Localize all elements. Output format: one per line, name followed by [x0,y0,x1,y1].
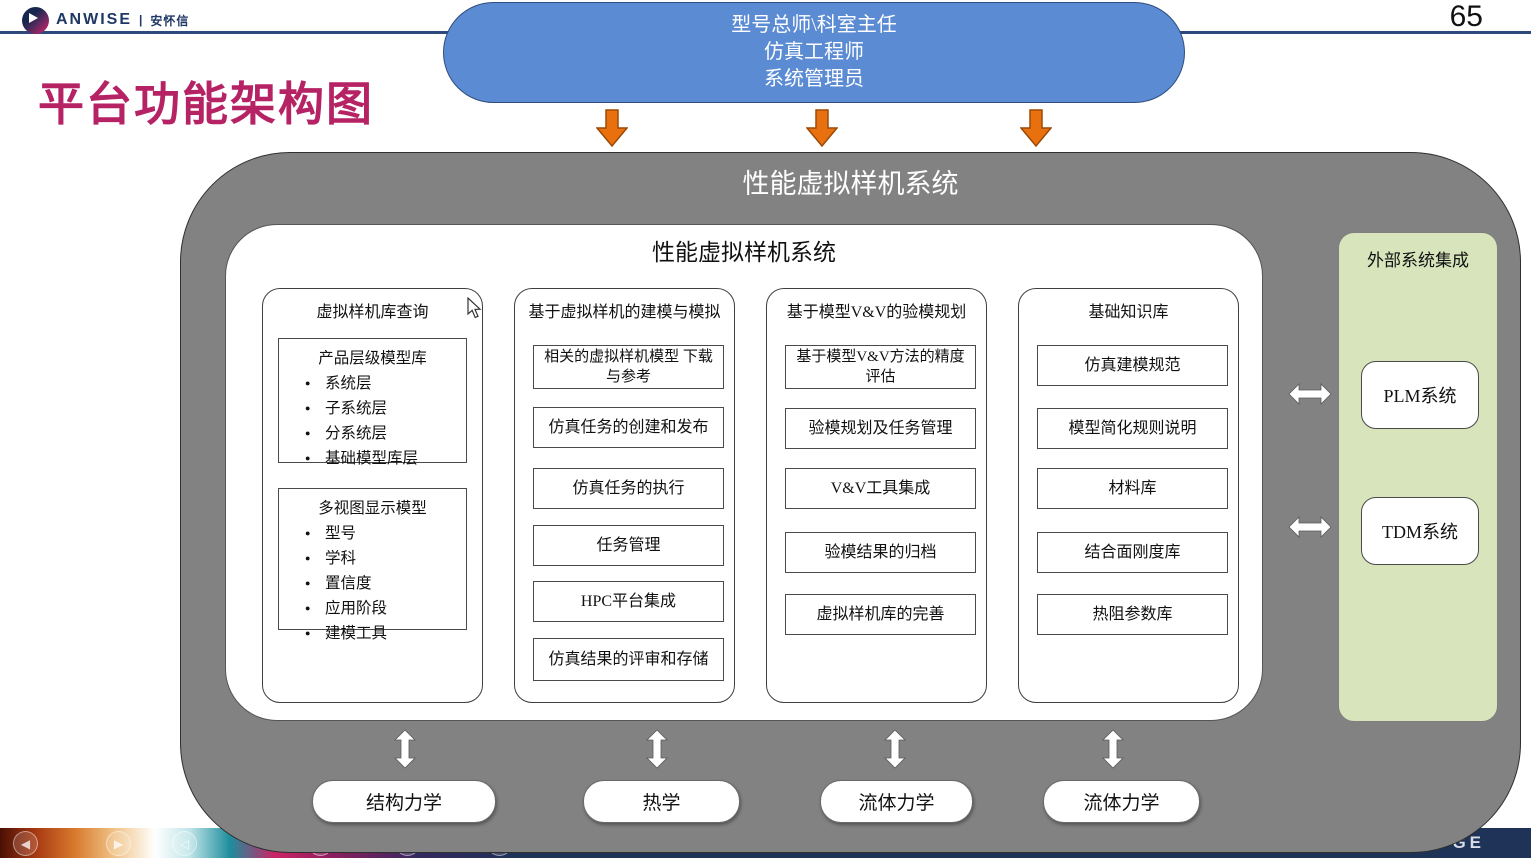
brand-name: ANWISE [56,11,132,28]
column-header: 基础知识库 [1088,304,1169,321]
external-panel-title: 外部系统集成 [1367,251,1469,270]
function-box: 虚拟样机库的完善 [785,594,976,635]
function-box: 模型简化规则说明 [1037,408,1228,449]
double-arrow-vertical-icon [394,729,416,769]
bullet-item: 子系统层 [305,396,466,421]
function-box: 相关的虚拟样机模型 下载与参考 [533,345,724,389]
anwise-logo-icon [22,6,49,34]
column-header: 虚拟样机库查询 [316,304,429,321]
roles-line-1: 型号总师\科室主任 [731,14,897,36]
prev-icon[interactable]: ◀ [13,831,38,856]
bullet-item: 置信度 [305,571,466,596]
function-box: 基于模型V&V方法的精度 评估 [785,345,976,389]
bullet-item: 应用阶段 [305,596,466,621]
function-box: 热阻参数库 [1037,594,1228,635]
slide-title: 平台功能架构图 [38,78,374,130]
double-arrow-vertical-icon [646,729,668,769]
brand-name-cn: 安怀信 [150,13,190,28]
function-box: V&V工具集成 [785,468,976,509]
down-arrow-icon [806,109,838,147]
double-arrow-vertical-icon [884,729,906,769]
bullet-item: 型号 [305,521,466,546]
column-modeling-simulation: 基于虚拟样机的建模与模拟 相关的虚拟样机模型 下载与参考 仿真任务的创建和发布 … [514,288,735,703]
bullet-list: 型号 学科 置信度 应用阶段 建模工具 [279,521,466,646]
anwise-logo: ANWISE | 安怀信 [22,6,189,34]
next-icon[interactable]: ▶ [106,831,131,856]
discipline-thermal: 热学 [583,780,740,823]
double-arrow-horizontal-icon [1288,516,1332,538]
down-arrow-icon [1020,109,1052,147]
function-box: HPC平台集成 [533,581,724,622]
down-arrow-icon [596,109,628,147]
roles-line-2: 仿真工程师 [764,41,864,63]
column-header: 基于模型V&V的验模规划 [786,304,967,321]
bullet-item: 系统层 [305,371,466,396]
bullet-item: 分系统层 [305,421,466,446]
column-vv-planning: 基于模型V&V的验模规划 基于模型V&V方法的精度 评估 验模规划及任务管理 V… [766,288,987,703]
function-box: 仿真结果的评审和存储 [533,638,724,681]
function-box: 仿真任务的创建和发布 [533,407,724,448]
bullet-item: 学科 [305,546,466,571]
double-arrow-vertical-icon [1102,729,1124,769]
column-knowledge-base: 基础知识库 仿真建模规范 模型简化规则说明 材料库 结合面刚度库 热阻参数库 [1018,288,1239,703]
group-title: 产品层级模型库 [318,350,427,367]
discipline-fluid-mechanics: 流体力学 [820,780,973,823]
bullet-item: 基础模型库层 [305,446,466,471]
column-virtual-prototype-query: 虚拟样机库查询 产品层级模型库 系统层 子系统层 分系统层 基础模型库层 多视图… [262,288,483,703]
collapse-icon[interactable]: ◁ [172,831,197,856]
brand-divider: | [139,13,144,27]
system-container-title: 性能虚拟样机系统 [742,169,959,199]
column-header: 基于虚拟样机的建模与模拟 [528,304,721,321]
function-box: 材料库 [1037,468,1228,509]
external-systems-panel: 外部系统集成 PLM系统 TDM系统 [1338,232,1498,722]
roles-line-3: 系统管理员 [764,68,864,90]
function-box: 结合面刚度库 [1037,532,1228,573]
roles-box: 型号总师\科室主任 仿真工程师 系统管理员 [443,2,1185,103]
inner-system-title: 性能虚拟样机系统 [652,240,836,265]
bullet-item: 建模工具 [305,621,466,646]
group-title: 多视图显示模型 [318,500,427,517]
function-box: 仿真任务的执行 [533,468,724,509]
bullet-list: 系统层 子系统层 分系统层 基础模型库层 [279,371,466,471]
function-box: 验模结果的归档 [785,532,976,573]
function-box: 验模规划及任务管理 [785,408,976,449]
multi-view-model-box: 多视图显示模型 型号 学科 置信度 应用阶段 建模工具 [278,488,467,646]
discipline-structural-mechanics: 结构力学 [312,780,496,823]
double-arrow-horizontal-icon [1288,383,1332,405]
tdm-system-box: TDM系统 [1361,497,1479,565]
discipline-fluid-mechanics: 流体力学 [1043,780,1200,823]
page-number: 65 [1449,0,1483,33]
product-level-model-lib-box: 产品层级模型库 系统层 子系统层 分系统层 基础模型库层 [278,338,467,471]
mouse-cursor-icon [467,297,482,319]
function-box: 仿真建模规范 [1037,345,1228,386]
plm-system-box: PLM系统 [1361,361,1479,429]
function-box: 任务管理 [533,525,724,566]
